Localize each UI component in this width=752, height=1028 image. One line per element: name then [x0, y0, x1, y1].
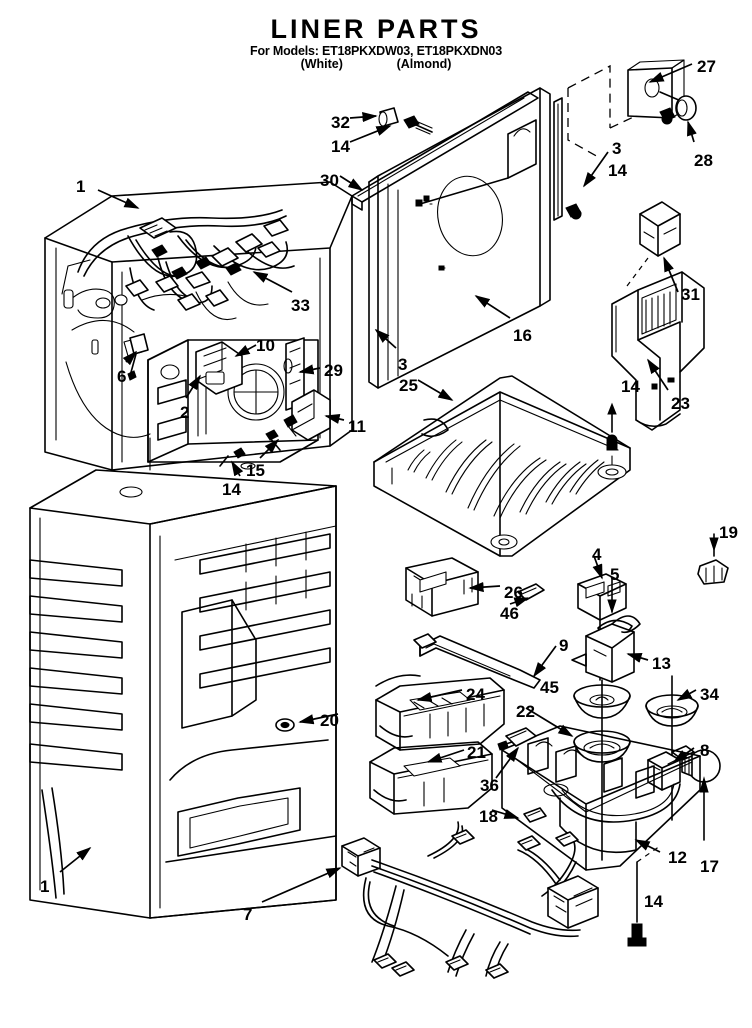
callout-number-23: 23 [671, 394, 690, 413]
leader-lines [60, 64, 697, 902]
callout-number-8: 8 [700, 741, 710, 760]
callout-number-14: 14 [331, 137, 350, 156]
callout-number-34: 34 [700, 685, 719, 704]
callout-number-45: 45 [540, 678, 559, 697]
callout-number-4: 4 [592, 545, 602, 564]
callout-number-17: 17 [700, 857, 719, 876]
callout-number-3: 3 [612, 139, 622, 158]
callout-number-3: 3 [398, 355, 408, 374]
bottom-cover-25 [374, 376, 630, 556]
callout-number-36: 36 [480, 776, 499, 795]
arm-9 [414, 634, 540, 688]
callout-number-21: 21 [467, 743, 486, 762]
callout-number-5: 5 [610, 565, 620, 584]
clip-36 [498, 728, 536, 750]
callout-number-15: 15 [246, 461, 265, 480]
callout-number-33: 33 [291, 296, 310, 315]
callout-number-6: 6 [117, 367, 127, 386]
clip-46 [510, 584, 544, 608]
callout-number-7: 7 [243, 905, 253, 924]
callout-number-2: 2 [180, 403, 190, 422]
callout-number-9: 9 [559, 636, 569, 655]
bracket-13 [572, 616, 640, 682]
callout-number-1: 1 [76, 177, 86, 196]
callout-number-13: 13 [652, 654, 671, 673]
callout-number-16: 16 [513, 326, 532, 345]
rear-panel-16 [369, 88, 550, 388]
rail-screw-14 [566, 204, 581, 219]
page-title: LINER PARTS [270, 14, 482, 44]
callout-number-14: 14 [222, 480, 241, 499]
callout-number-27: 27 [697, 57, 716, 76]
callout-number-29: 29 [324, 361, 343, 380]
callout-number-46: 46 [500, 604, 519, 623]
ring-22 [574, 680, 630, 860]
screw-14-bottom [628, 846, 660, 946]
callout-number-32: 32 [331, 113, 350, 132]
color-variants: (White) (Almond) [0, 57, 752, 71]
bin-24 [376, 675, 504, 750]
callout-number-31: 31 [681, 285, 700, 304]
callout-number-19: 19 [719, 523, 738, 542]
callout-number-1: 1 [40, 877, 50, 896]
cap-31 [624, 202, 680, 290]
vertical-rail-3 [554, 98, 562, 220]
top-bracket-27 [568, 60, 696, 158]
callout-number-22: 22 [516, 702, 535, 721]
callout-number-25: 25 [399, 376, 418, 395]
lower-liner-shell [30, 470, 336, 918]
rear-trim-strip-30 [352, 92, 538, 210]
callout-number-28: 28 [694, 151, 713, 170]
callout-number-30: 30 [320, 171, 339, 190]
fastener-32-14 [379, 108, 432, 134]
callout-number-18: 18 [479, 807, 498, 826]
top-wire-harness-33 [78, 210, 294, 320]
callout-number-24: 24 [466, 685, 485, 704]
upper-liner-cabinet [45, 182, 352, 470]
color-almond-label: (Almond) [396, 57, 452, 71]
rear-panel-bracket [416, 120, 536, 206]
bin-21 [370, 742, 492, 814]
dispenser-housing-23 [612, 272, 704, 430]
callout-number-11: 11 [348, 417, 366, 436]
pin-18 [524, 808, 546, 822]
color-white-label: (White) [300, 57, 343, 71]
model-numbers: For Models: ET18PKXDW03, ET18PKXDN03 [250, 44, 502, 58]
callout-number-14: 14 [621, 377, 640, 396]
connector-26 [406, 558, 478, 616]
callout-number-10: 10 [256, 336, 275, 355]
lamp-socket-8 [648, 750, 720, 840]
callout-number-12: 12 [668, 848, 687, 867]
callout-number-26: 26 [504, 583, 523, 602]
base-pan-12 [502, 726, 700, 870]
clip-19 [698, 534, 728, 584]
callout-number-14: 14 [608, 161, 627, 180]
callout-number-20: 20 [320, 711, 339, 730]
callout-number-14: 14 [644, 892, 663, 911]
bottom-wire-harness-7 [342, 822, 598, 978]
